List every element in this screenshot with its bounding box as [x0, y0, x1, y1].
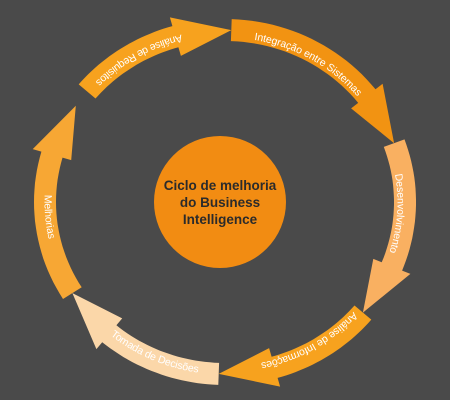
center-circle	[154, 136, 286, 268]
cycle-arrow-5	[72, 293, 220, 385]
cycle-arrow-3	[362, 139, 416, 313]
center-title-line-1: Ciclo de melhoria	[164, 178, 277, 193]
center-title-line-2: do Business	[180, 195, 260, 210]
center-circle-group: Ciclo de melhoria do Business Intelligen…	[154, 136, 286, 268]
cycle-arrow-4	[218, 305, 372, 387]
cycle-arrows	[32, 17, 416, 387]
cycle-arrow-1	[78, 17, 232, 99]
cycle-arrow-6	[32, 105, 82, 299]
cycle-arrow-2	[230, 19, 395, 144]
cycle-step-label-6: Melhorias	[41, 195, 57, 240]
center-title-line-3: Intelligence	[183, 212, 258, 227]
